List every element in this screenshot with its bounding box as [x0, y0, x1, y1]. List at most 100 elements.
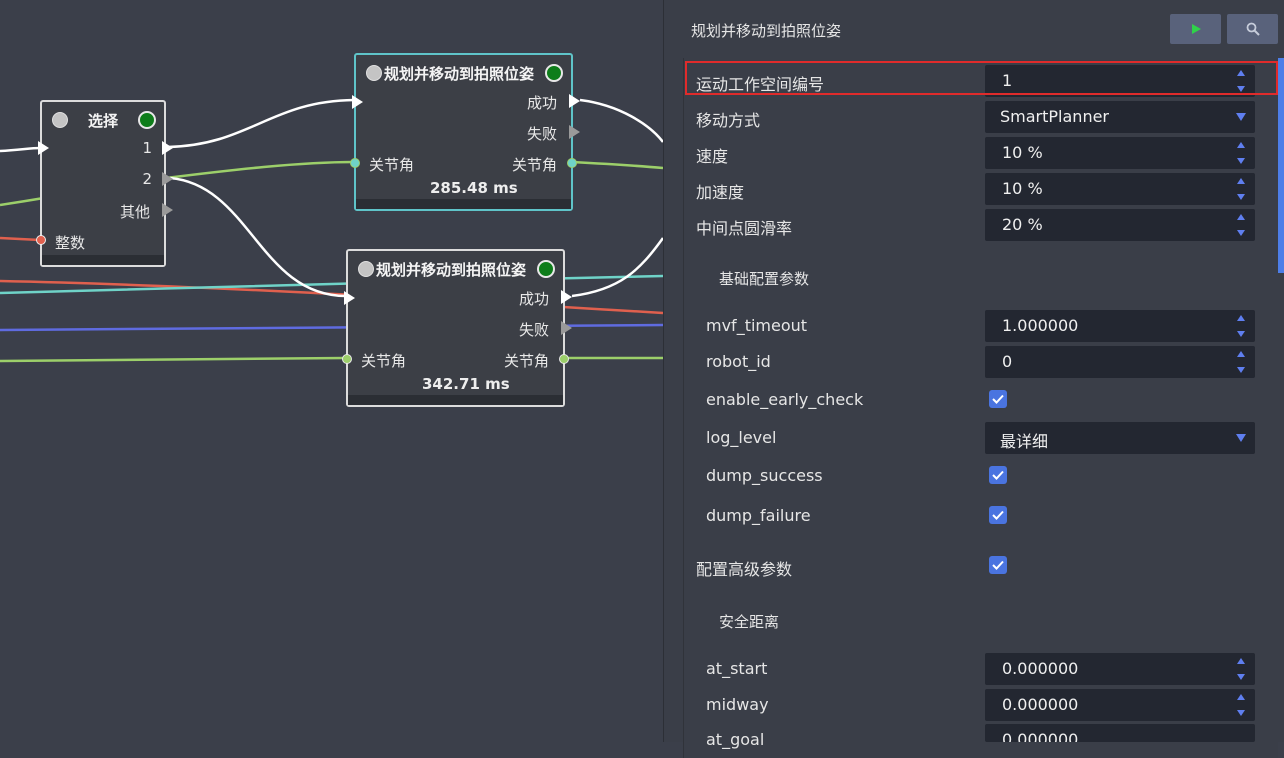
- chevron-down-icon: [1236, 434, 1246, 442]
- wire-white-in: [0, 146, 41, 153]
- dump-failure-label: dump_failure: [706, 506, 811, 525]
- play-icon: [1191, 24, 1201, 34]
- output-label-joint: 关节角: [511, 156, 557, 174]
- output-label-1: 1: [142, 139, 152, 157]
- spin-arrows[interactable]: [1236, 175, 1246, 203]
- at-start-value: 0.000000: [1002, 659, 1079, 678]
- spin-arrows[interactable]: [1236, 139, 1246, 167]
- robot-id-value: 0: [1002, 352, 1013, 371]
- safety-section-title: 安全距离: [719, 613, 780, 631]
- checkmark-icon: [992, 510, 1004, 520]
- plan-move-node-2[interactable]: 规划并移动到拍照位姿 成功 失败 关节角 关节角 342.71 ms: [342, 249, 572, 407]
- at-start-spinbox[interactable]: 0.000000: [985, 653, 1255, 685]
- output-port-fail[interactable]: [561, 321, 572, 335]
- output-port-other[interactable]: [162, 203, 173, 217]
- panel-scrollbar[interactable]: [1278, 58, 1284, 273]
- spin-arrows[interactable]: [1236, 691, 1246, 719]
- input-port-joint[interactable]: [342, 354, 352, 364]
- at-goal-spinbox[interactable]: 0.000000: [985, 724, 1255, 742]
- output-label-fail: 失败: [518, 321, 549, 339]
- wire-white-plan1-out: [579, 98, 663, 143]
- log-level-label: log_level: [706, 428, 777, 447]
- midway-value: 0.000000: [1002, 695, 1079, 714]
- input-port-trigger[interactable]: [352, 95, 363, 109]
- plan-move-node-1[interactable]: 规划并移动到拍照位姿 成功 失败 关节角 关节角 285.48 ms: [350, 53, 580, 211]
- node-title: 选择: [88, 112, 119, 130]
- blend-value: 20 %: [1002, 215, 1043, 234]
- node-status-lamp: [358, 261, 374, 277]
- output-port-2[interactable]: [162, 172, 173, 186]
- node-footer: [42, 255, 164, 265]
- dump-success-checkbox[interactable]: [989, 466, 1007, 484]
- wire-green-out1: [571, 160, 663, 170]
- output-label-success: 成功: [518, 290, 549, 308]
- log-level-value: 最详细: [1000, 432, 1049, 451]
- speed-label: 速度: [696, 147, 729, 166]
- log-level-dropdown[interactable]: 最详细: [985, 422, 1255, 454]
- output-port-joint[interactable]: [559, 354, 569, 364]
- mvf-timeout-spinbox[interactable]: 1.000000: [985, 310, 1255, 342]
- advanced-params-checkbox[interactable]: [989, 556, 1007, 574]
- blend-spinbox[interactable]: 20 %: [985, 209, 1255, 241]
- checkmark-icon: [992, 394, 1004, 404]
- node-status-lamp: [366, 65, 382, 81]
- search-icon: [1246, 22, 1260, 36]
- workspace-id-spinbox[interactable]: 1: [985, 65, 1255, 97]
- mvf-timeout-value: 1.000000: [1002, 316, 1079, 335]
- spin-arrows[interactable]: [1236, 211, 1246, 239]
- output-port-success[interactable]: [569, 94, 580, 108]
- output-label-success: 成功: [526, 94, 557, 112]
- output-label-fail: 失败: [526, 125, 557, 143]
- node-title: 规划并移动到拍照位姿: [384, 65, 535, 83]
- midway-spinbox[interactable]: 0.000000: [985, 689, 1255, 721]
- input-port-trigger[interactable]: [38, 141, 49, 155]
- output-port-fail[interactable]: [569, 125, 580, 139]
- spin-arrows[interactable]: [1236, 312, 1246, 340]
- checkmark-icon: [992, 560, 1004, 570]
- input-label-joint: 关节角: [369, 156, 415, 174]
- at-start-label: at_start: [706, 659, 768, 678]
- wire-white-1-to-plan1: [167, 98, 355, 149]
- search-button[interactable]: [1227, 14, 1278, 44]
- node-timing: 285.48 ms: [430, 179, 518, 197]
- wire-red-int: [0, 236, 41, 242]
- input-label-joint: 关节角: [361, 352, 407, 370]
- connection-wires: [0, 98, 663, 363]
- checkmark-icon: [992, 470, 1004, 480]
- graph-canvas[interactable]: 选择 1 2 其他 整数 规划并移动到拍照位姿 成功 失败 关节角 关节角 28…: [0, 0, 663, 742]
- spin-arrows[interactable]: [1236, 67, 1246, 95]
- output-port-joint[interactable]: [567, 158, 577, 168]
- node-active-lamp: [545, 64, 563, 82]
- input-port-joint[interactable]: [350, 158, 360, 168]
- output-label-joint: 关节角: [503, 352, 549, 370]
- speed-value: 10 %: [1002, 143, 1043, 162]
- panel-title: 规划并移动到拍照位姿: [691, 22, 842, 40]
- output-label-other: 其他: [119, 203, 150, 221]
- node-active-lamp: [537, 260, 555, 278]
- enable-early-check-checkbox[interactable]: [989, 390, 1007, 408]
- select-node[interactable]: 选择 1 2 其他 整数: [36, 100, 173, 267]
- input-port-int[interactable]: [36, 235, 46, 245]
- wire-green-in2: [0, 356, 347, 363]
- dump-failure-checkbox[interactable]: [989, 506, 1007, 524]
- wire-white-plan2-out: [571, 237, 663, 298]
- robot-id-label: robot_id: [706, 352, 771, 371]
- robot-id-spinbox[interactable]: 0: [985, 346, 1255, 378]
- spin-arrows[interactable]: [1236, 348, 1246, 376]
- node-active-lamp: [138, 111, 156, 129]
- accel-label: 加速度: [696, 183, 745, 202]
- node-title: 规划并移动到拍照位姿: [376, 261, 527, 279]
- move-mode-dropdown[interactable]: SmartPlanner: [985, 101, 1255, 133]
- blend-label: 中间点圆滑率: [696, 219, 793, 238]
- run-button[interactable]: [1170, 14, 1221, 44]
- output-label-2: 2: [142, 170, 152, 188]
- enable-early-check-label: enable_early_check: [706, 390, 864, 409]
- advanced-params-label: 配置高级参数: [696, 560, 793, 579]
- output-port-1[interactable]: [162, 141, 173, 155]
- output-port-success[interactable]: [561, 290, 572, 304]
- speed-spinbox[interactable]: 10 %: [985, 137, 1255, 169]
- node-footer: [348, 395, 563, 405]
- accel-spinbox[interactable]: 10 %: [985, 173, 1255, 205]
- input-port-trigger[interactable]: [344, 291, 355, 305]
- spin-arrows[interactable]: [1236, 655, 1246, 683]
